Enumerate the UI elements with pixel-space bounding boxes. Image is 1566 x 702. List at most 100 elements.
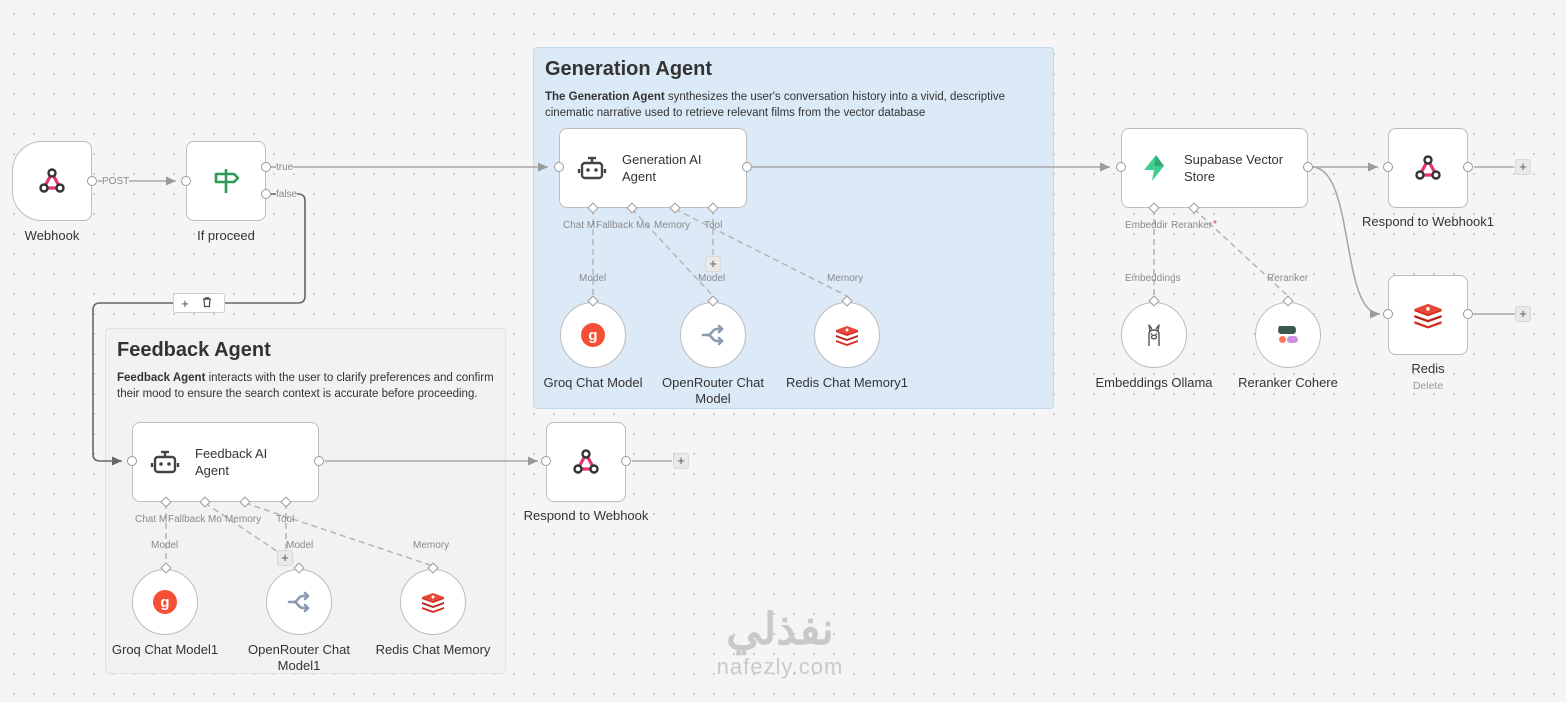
webhook-output-label: POST: [102, 176, 130, 187]
webhook-icon: [570, 446, 602, 478]
node-openrouter-chat-model[interactable]: [680, 302, 746, 368]
node-embeddings-ollama[interactable]: [1121, 302, 1187, 368]
redis-operation-label: Delete: [1412, 380, 1444, 392]
ollama-icon: [1138, 319, 1170, 351]
node-generation-ai-agent[interactable]: Generation AI Agent: [559, 128, 747, 208]
openrouter-chat-model1-label: OpenRouter Chat Model1: [248, 642, 350, 673]
respond-to-webhook1-label: Respond to Webhook1: [1361, 214, 1495, 229]
embeddings-ollama-label: Embeddings Ollama: [1095, 375, 1213, 390]
if-true-label: true: [276, 162, 294, 173]
cohere-icon: [1272, 319, 1304, 351]
feedback-port-tool-label: Tool: [276, 514, 295, 525]
generation-tool-add-button[interactable]: +: [705, 256, 721, 272]
redis-input-handle[interactable]: [1383, 309, 1393, 319]
node-redis-chat-memory[interactable]: [400, 569, 466, 635]
redis-add-button[interactable]: +: [1515, 306, 1531, 322]
groq-chat-model-label: Groq Chat Model: [543, 375, 643, 390]
signpost-icon: [210, 165, 242, 197]
supabase-port-reranker-label: Reranker: [1171, 220, 1213, 231]
respond-add-button[interactable]: +: [673, 453, 689, 469]
embeddings-conn-label: Embeddings: [1125, 273, 1181, 284]
node-redis[interactable]: [1388, 275, 1468, 355]
groq-conn-label: Model: [579, 273, 607, 284]
svg-text:g: g: [588, 327, 597, 344]
openrouter-icon: [697, 319, 729, 351]
feedback-output-handle[interactable]: [314, 456, 324, 466]
generation-port-memory-label: Memory: [654, 220, 691, 231]
supabase-port-embeddings-label: Embeddir: [1125, 220, 1168, 231]
feedback-port-fallback-label: Fallback Mo: [168, 514, 222, 525]
if-input-handle[interactable]: [181, 176, 191, 186]
redis-memory1-conn-label: Memory: [827, 273, 864, 284]
edge-add-button[interactable]: +: [181, 295, 189, 311]
node-title: Supabase Vector Store: [1184, 152, 1284, 184]
redis-output-handle[interactable]: [1463, 309, 1473, 319]
node-redis-chat-memory1[interactable]: [814, 302, 880, 368]
groq-icon: g: [577, 319, 609, 351]
supabase-icon: [1138, 152, 1170, 184]
edge-controls[interactable]: +: [173, 293, 225, 313]
respond1-output-handle[interactable]: [1463, 162, 1473, 172]
feedback-tool-add-button[interactable]: +: [277, 550, 293, 566]
if-true-handle[interactable]: [261, 162, 271, 172]
groq-icon: g: [149, 586, 181, 618]
node-if-proceed[interactable]: [186, 141, 266, 221]
webhook-output-handle[interactable]: [87, 176, 97, 186]
node-feedback-ai-agent[interactable]: Feedback AI Agent: [132, 422, 319, 502]
openrouter-conn-label: Model: [698, 273, 726, 284]
sticky-description: The Generation Agent synthesizes the use…: [545, 91, 1006, 119]
robot-icon: [576, 152, 608, 184]
watermark: نفذلي nafezly.com: [660, 605, 900, 679]
node-respond-to-webhook1[interactable]: [1388, 128, 1468, 208]
node-webhook-label: Webhook: [24, 228, 80, 243]
generation-output-handle[interactable]: [742, 162, 752, 172]
groq1-conn-label: Model: [151, 540, 179, 551]
node-supabase-vector-store[interactable]: Supabase Vector Store: [1121, 128, 1308, 208]
sticky-description: Feedback Agent interacts with the user t…: [117, 372, 494, 400]
if-false-handle[interactable]: [261, 189, 271, 199]
respond1-input-handle[interactable]: [1383, 162, 1393, 172]
trash-icon: [203, 296, 211, 307]
redis-memory-conn-label: Memory: [413, 540, 450, 551]
redis-icon: [417, 586, 449, 618]
generation-port-tool-label: Tool: [704, 220, 723, 231]
edge-delete-button[interactable]: [196, 296, 218, 311]
respond-to-webhook-label: Respond to Webhook: [523, 508, 649, 523]
node-title: Generation AI Agent: [622, 152, 702, 184]
feedback-input-handle[interactable]: [127, 456, 137, 466]
openrouter-chat-model-label: OpenRouter Chat Model: [662, 375, 764, 406]
node-reranker-cohere[interactable]: [1255, 302, 1321, 368]
webhook-icon: [1412, 152, 1444, 184]
if-false-label: false: [276, 189, 298, 200]
redis-icon: [831, 319, 863, 351]
node-groq-chat-model1[interactable]: g: [132, 569, 198, 635]
svg-text:g: g: [160, 594, 169, 611]
node-groq-chat-model[interactable]: g: [560, 302, 626, 368]
redis-label: Redis: [1411, 361, 1445, 376]
groq-chat-model1-label: Groq Chat Model1: [111, 642, 219, 657]
redis-chat-memory-label: Redis Chat Memory: [375, 642, 491, 657]
edge-supabase-redis: [1311, 166, 1381, 319]
redis-icon: [1412, 299, 1444, 331]
reranker-conn-label: Reranker: [1267, 273, 1309, 284]
openrouter-icon: [283, 586, 315, 618]
supabase-input-handle[interactable]: [1116, 162, 1126, 172]
respond-output-handle[interactable]: [621, 456, 631, 466]
reranker-cohere-label: Reranker Cohere: [1238, 375, 1338, 390]
generation-port-fallback-label: Fallback Mo: [596, 220, 650, 231]
feedback-port-memory-label: Memory: [225, 514, 262, 525]
generation-port-chat-label: Chat M: [563, 220, 596, 231]
sticky-title: Generation Agent: [545, 58, 713, 80]
generation-input-handle[interactable]: [554, 162, 564, 172]
supabase-output-handle[interactable]: [1303, 162, 1313, 172]
sticky-title: Feedback Agent: [117, 339, 271, 361]
webhook-icon: [36, 165, 68, 197]
respond1-add-button[interactable]: +: [1515, 159, 1531, 175]
feedback-port-chat-label: Chat M: [135, 514, 168, 525]
redis-chat-memory1-label: Redis Chat Memory1: [785, 375, 909, 390]
node-openrouter-chat-model1[interactable]: [266, 569, 332, 635]
node-respond-to-webhook[interactable]: [546, 422, 626, 502]
robot-icon: [149, 446, 181, 478]
respond-input-handle[interactable]: [541, 456, 551, 466]
node-webhook[interactable]: [12, 141, 92, 221]
